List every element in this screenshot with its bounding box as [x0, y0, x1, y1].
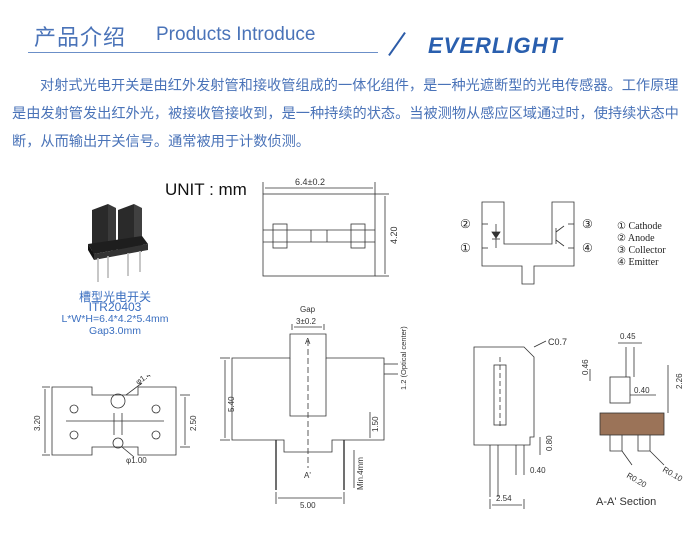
dim-bot-320: 3.20: [33, 415, 42, 431]
dim-gap-label: Gap: [300, 305, 316, 314]
dim-min4: Min.4mm: [356, 457, 365, 490]
unit-label: UNIT : mm: [165, 180, 247, 199]
dim-phi100: φ1.00: [126, 456, 147, 465]
dim-040a: 0.40: [634, 386, 650, 395]
header-underline: [28, 52, 378, 53]
header-title-cn: 产品介绍: [34, 26, 127, 51]
bottom-view-drawing: 3.20 2.50 φ1.40 φ1.00: [33, 375, 198, 465]
header-slash-divider: [388, 31, 406, 57]
section-marker-a: A: [305, 337, 311, 346]
legend-emitter: ④ Emitter: [617, 257, 659, 268]
legend-collector: ③ Collector: [617, 245, 666, 256]
pin-label-1: ①: [460, 241, 471, 255]
dim-080: 0.80: [545, 435, 554, 451]
header-title-en: Products Introduce: [156, 24, 316, 45]
dim-height: 5.40: [227, 396, 236, 412]
product-name: 槽型光电开关: [78, 290, 151, 304]
dim-c07: C0.7: [548, 337, 567, 347]
dim-046: 0.46: [581, 359, 590, 375]
product-leads: [97, 251, 141, 282]
schematic-drawing: ② ① ③ ④: [460, 201, 593, 285]
legend-cathode: ① Cathode: [617, 221, 662, 232]
dim-r020: R0.20: [625, 471, 648, 490]
top-view-drawing: 6.4±0.2 4.20: [262, 177, 399, 277]
section-pad: [589, 342, 669, 466]
section-marker-a2: A': [304, 471, 311, 480]
pin-label-4: ④: [582, 241, 593, 255]
brand-logo: EVERLIGHT: [428, 33, 563, 58]
dim-phi140: φ1.40: [134, 375, 157, 387]
dim-optical-center: 1.2 (Optical center): [399, 326, 408, 390]
intro-paragraph: 对射式光电开关是由红外发射管和接收管组成的一体化组件，是一种光遮断型的光电传感器…: [12, 78, 679, 150]
section-title: A-A' Section: [596, 496, 656, 508]
product-body: [88, 204, 148, 260]
dim-gap-value: 3±0.2: [296, 317, 317, 326]
pin-label-2: ②: [460, 217, 471, 231]
dim-226: 2.26: [675, 373, 684, 389]
product-dimensions: L*W*H=6.4*4.2*5.4mm Gap3.0mm: [61, 313, 169, 337]
dim-top-height: 4.20: [389, 226, 399, 244]
dim-254: 2.54: [496, 494, 512, 503]
dim-150: 1.50: [371, 416, 380, 432]
dim-r010: R0.10: [661, 465, 684, 484]
dim-top-width: 6.4±0.2: [295, 177, 325, 187]
section-drawing: C0.7 0.45 0.46 0.40 2.26 0.80 0.40 2.54 …: [473, 332, 684, 509]
product-model: ITR20403: [88, 300, 142, 314]
pin-label-3: ③: [582, 217, 593, 231]
legend-anode: ② Anode: [617, 233, 655, 244]
dim-045: 0.45: [620, 332, 636, 341]
side-view-drawing: Gap 3±0.2 A A' 1.2 (Optical center) 5.40…: [220, 305, 408, 510]
dim-500: 5.00: [300, 501, 316, 510]
product-photo: [88, 204, 148, 282]
dim-bot-250: 2.50: [189, 415, 198, 431]
dim-040b: 0.40: [530, 466, 546, 475]
